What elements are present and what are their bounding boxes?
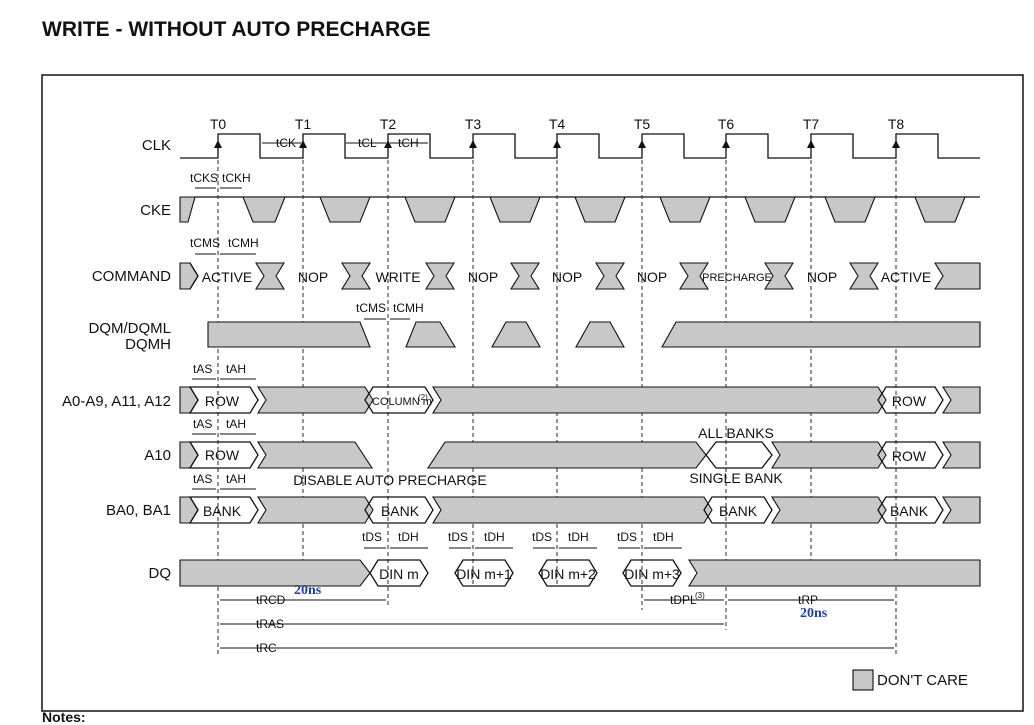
- all-banks-label: ALL BANKS: [698, 425, 774, 441]
- label-clk: CLK: [142, 137, 171, 154]
- tdh-label-4: tDH: [653, 530, 674, 544]
- cke-waveform: tCKS tCKH: [179, 171, 980, 223]
- tdpl-note: (3): [695, 591, 705, 600]
- clk-timing: tCK tCL tCH: [262, 136, 428, 150]
- a10-row: ROW ROW ALL BANKS SINGLE BANK DISABLE AU…: [179, 417, 981, 488]
- tds-label-4: tDS: [617, 530, 637, 544]
- tas-label: tAS: [193, 362, 212, 376]
- dq-din-m1: DIN m+1: [456, 566, 512, 582]
- addr-column: COLUMN m: [372, 396, 432, 408]
- ba-bank2: BANK: [381, 503, 420, 519]
- tick-t3: T3: [465, 116, 482, 132]
- label-a10: A10: [144, 447, 171, 464]
- label-command: COMMAND: [92, 268, 171, 285]
- label-dq: DQ: [149, 565, 172, 582]
- signal-labels: CLK CKE COMMAND DQM/DQML DQMH A0-A9, A11…: [62, 137, 171, 582]
- tcms2-label: tCMS: [356, 301, 386, 315]
- page-title: WRITE - WITHOUT AUTO PRECHARGE: [42, 18, 431, 41]
- ba-bank1: BANK: [203, 503, 242, 519]
- tds-label-2: tDS: [448, 530, 468, 544]
- cmd-nop5: NOP: [807, 269, 837, 285]
- tdh-label-1: tDH: [398, 530, 419, 544]
- bank-row: BANK BANK BANK BANK tAS tAH: [179, 472, 981, 524]
- tds-label-3: tDS: [532, 530, 552, 544]
- address-row: ROW COLUMN m (2) ROW tAS tAH: [179, 362, 981, 414]
- dont-care-swatch: [852, 669, 874, 691]
- cmd-active: ACTIVE: [202, 269, 253, 285]
- tah-label: tAH: [226, 362, 246, 376]
- tick-t1: T1: [295, 116, 312, 132]
- trp-annotation: 20ns: [800, 606, 828, 621]
- addr-row: ROW: [205, 393, 240, 409]
- diagram-frame: [41, 74, 1024, 712]
- cmd-nop3: NOP: [552, 269, 582, 285]
- notes-label: Notes:: [42, 709, 86, 725]
- label-ba: BA0, BA1: [106, 502, 171, 519]
- tdh-label-3: tDH: [568, 530, 589, 544]
- tcl-label: tCL: [358, 136, 377, 150]
- cmd-nop1: NOP: [298, 269, 328, 285]
- long-timing: tRCD 20ns tDPL (3) tRP 20ns tRAS tRC: [220, 583, 894, 655]
- legend: DON'T CARE: [852, 669, 968, 691]
- trcd-annotation: 20ns: [294, 583, 322, 598]
- single-bank-label: SINGLE BANK: [689, 470, 783, 486]
- disable-ap-label: DISABLE AUTO PRECHARGE: [293, 472, 486, 488]
- dont-care-label: DON'T CARE: [877, 672, 968, 689]
- tick-t0: T0: [210, 116, 227, 132]
- tick-t5: T5: [634, 116, 651, 132]
- cmd-write: WRITE: [375, 269, 420, 285]
- label-addr: A0-A9, A11, A12: [62, 393, 171, 410]
- tah2-label: tAH: [226, 417, 246, 431]
- tcmh-label: tCMH: [228, 236, 259, 250]
- tas3-label: tAS: [193, 472, 212, 486]
- clk-waveform: [180, 133, 980, 159]
- cmd-nop4: NOP: [637, 269, 667, 285]
- command-row: ACTIVE NOP WRITE NOP NOP NOP PRECHARGE N…: [179, 236, 981, 290]
- tdpl-label: tDPL: [670, 593, 697, 607]
- tras-label: tRAS: [256, 617, 284, 631]
- trcd-label: tRCD: [256, 593, 286, 607]
- tckh-label: tCKH: [222, 171, 251, 185]
- tck-label: tCK: [276, 136, 296, 150]
- ba-bank4: BANK: [890, 503, 929, 519]
- addr-row-end: ROW: [892, 393, 927, 409]
- tick-t2: T2: [380, 116, 397, 132]
- clk-rising-arrows: [214, 140, 900, 148]
- tch-label: tCH: [398, 136, 419, 150]
- tah3-label: tAH: [226, 472, 246, 486]
- dq-din-m: DIN m: [379, 566, 419, 582]
- cmd-active2: ACTIVE: [881, 269, 932, 285]
- label-dqm: DQM/DQML: [89, 320, 172, 337]
- label-cke: CKE: [140, 202, 171, 219]
- dqm-row: tCMS tCMH: [207, 301, 981, 348]
- dq-din-m2: DIN m+2: [540, 566, 596, 582]
- tick-t7: T7: [803, 116, 820, 132]
- cmd-nop2: NOP: [468, 269, 498, 285]
- addr-column-note: (2): [418, 393, 428, 402]
- dq-din-m3: DIN m+3: [624, 566, 680, 582]
- tick-t6: T6: [718, 116, 735, 132]
- tcms-label: tCMS: [190, 236, 220, 250]
- tcks-label: tCKS: [190, 171, 218, 185]
- tcmh2-label: tCMH: [393, 301, 424, 315]
- cmd-precharge: PRECHARGE: [702, 272, 772, 284]
- tas2-label: tAS: [193, 417, 212, 431]
- trc-label: tRC: [256, 641, 277, 655]
- tdh-label-2: tDH: [484, 530, 505, 544]
- tick-t8: T8: [888, 116, 905, 132]
- clock-tick-labels: T0 T1 T2 T3 T4 T5 T6 T7 T8: [210, 116, 905, 132]
- label-dqmh: DQMH: [125, 336, 171, 353]
- trp-label: tRP: [798, 593, 818, 607]
- a10-row-end: ROW: [892, 448, 927, 464]
- ba-bank3: BANK: [719, 503, 758, 519]
- a10-row-label: ROW: [205, 447, 240, 463]
- dq-row: DIN m DIN m+1 DIN m+2 DIN m+3 tDS tDH tD…: [179, 530, 981, 587]
- tds-label-1: tDS: [362, 530, 382, 544]
- tick-t4: T4: [549, 116, 566, 132]
